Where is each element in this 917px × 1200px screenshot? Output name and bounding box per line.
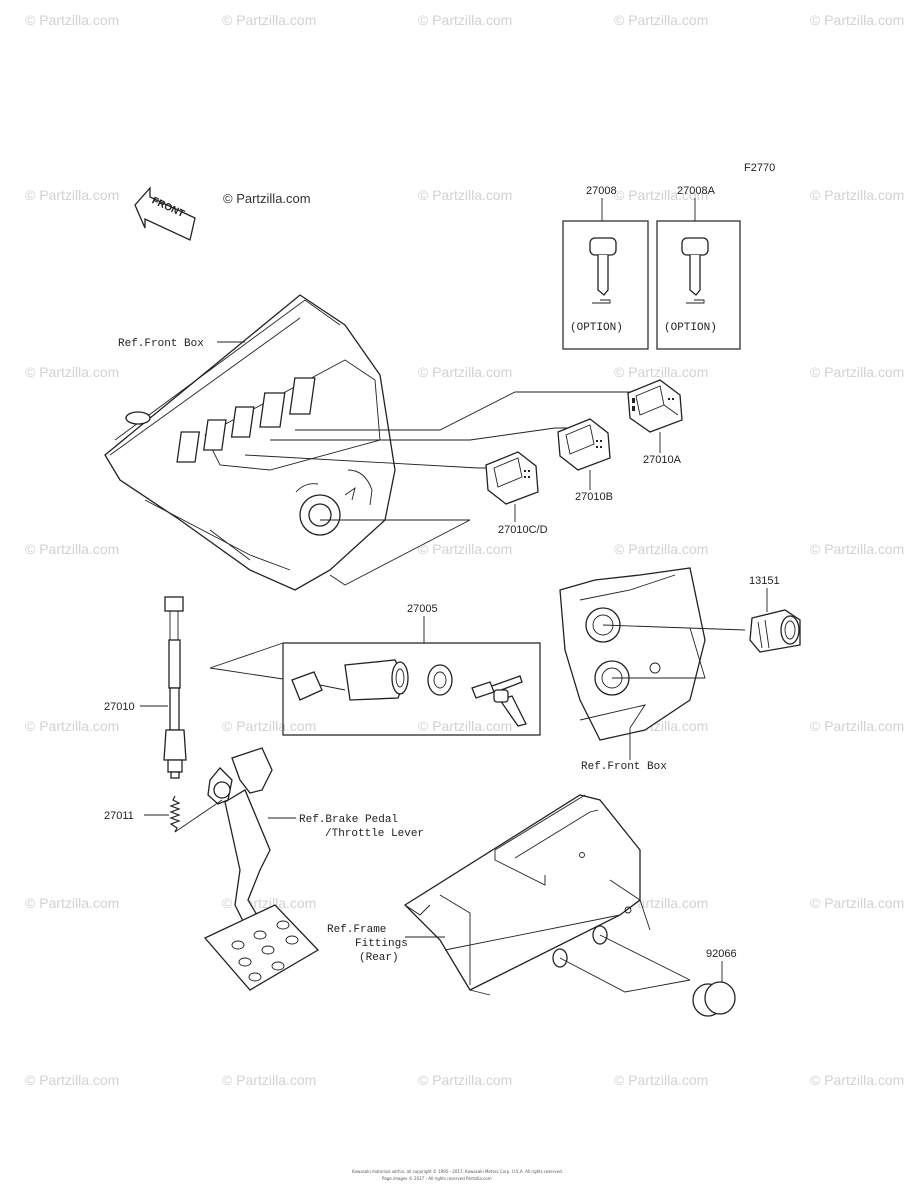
watermark: © Partzilla.com (810, 187, 904, 203)
watermark: © Partzilla.com (25, 895, 119, 911)
front-box-dashboard (104, 294, 396, 591)
key-27008[interactable]: 27008 (OPTION) (562, 185, 649, 350)
watermark: © Partzilla.com (810, 12, 904, 28)
part-number-27010CD: 27010C/D (498, 524, 548, 536)
watermark: © Partzilla.com (25, 718, 119, 734)
part-number-13151: 13151 (749, 575, 780, 587)
watermark: © Partzilla.com (418, 718, 512, 734)
ignition-switch-27005[interactable]: 27005 (209, 603, 541, 736)
switch-slot-row (176, 377, 316, 463)
watermark: © Partzilla.com (25, 12, 119, 28)
part-number-27011: 27011 (104, 810, 134, 822)
watermark: © Partzilla.com (418, 187, 512, 203)
watermark: © Partzilla.com (418, 364, 512, 380)
key-icon (681, 237, 709, 304)
switch-27010A[interactable]: 27010A (627, 379, 683, 466)
switch-27010B[interactable]: 27010B (557, 418, 613, 503)
switch-pins (632, 398, 674, 411)
watermark: © Partzilla.com (418, 1072, 512, 1088)
front-arrow-icon: FRONT (134, 186, 196, 241)
connector-icon (291, 671, 323, 701)
ref-front-box-mid: Ref.Front Box (581, 761, 667, 773)
watermark: © Partzilla.com (25, 187, 119, 203)
switch-pins (524, 470, 530, 478)
watermark: © Partzilla.com (810, 718, 904, 734)
keys-icon (471, 675, 527, 727)
copyright-text: © Partzilla.com (223, 191, 311, 206)
watermark: © Partzilla.com (810, 1072, 904, 1088)
ref-brake-pedal-line1: Ref.Brake Pedal (299, 814, 398, 826)
watermark: © Partzilla.com (222, 12, 316, 28)
pedal-holes (231, 920, 299, 982)
ref-brake-pedal-line2: /Throttle Lever (325, 828, 424, 840)
figure-code: F2770 (744, 162, 775, 174)
part-number-27010A: 27010A (643, 454, 682, 466)
frame-fittings-rear (403, 794, 691, 996)
watermark: © Partzilla.com (810, 895, 904, 911)
switch-pins (596, 440, 602, 448)
footer-copyright-line1: Kawasaki materials within, all copyright… (352, 1169, 563, 1174)
front-box-lower-panel (559, 567, 746, 760)
watermark: © Partzilla.com (614, 187, 708, 203)
watermark: © Partzilla.com (418, 541, 512, 557)
watermark: © Partzilla.com (614, 1072, 708, 1088)
brake-switch-27010[interactable]: 27010 (104, 596, 187, 779)
watermark: © Partzilla.com (614, 541, 708, 557)
watermark: © Partzilla.com (614, 364, 708, 380)
watermark: © Partzilla.com (810, 364, 904, 380)
watermark: © Partzilla.com (25, 364, 119, 380)
ref-front-box-top: Ref.Front Box (118, 338, 204, 350)
watermark: © Partzilla.com (810, 541, 904, 557)
ref-frame-line2: Fittings (355, 938, 408, 950)
watermark: © Partzilla.com (614, 12, 708, 28)
part-number-27005: 27005 (407, 603, 438, 615)
key-icon (589, 237, 617, 304)
part-number-27010: 27010 (104, 701, 135, 713)
watermark: © Partzilla.com (222, 718, 316, 734)
socket-13151[interactable]: 13151 (749, 575, 801, 653)
brake-pedal-assembly (174, 747, 320, 991)
plug-92066[interactable]: 92066 (692, 948, 737, 1017)
ref-frame-line1: Ref.Frame (327, 924, 386, 936)
watermark: © Partzilla.com (25, 541, 119, 557)
option-label: (OPTION) (570, 322, 623, 334)
watermark: © Partzilla.com (222, 1072, 316, 1088)
part-number-27008A: 27008A (677, 185, 716, 197)
part-number-27010B: 27010B (575, 491, 613, 503)
key-27008A[interactable]: 27008A (OPTION) (656, 185, 741, 350)
part-number-27008: 27008 (586, 185, 617, 197)
connector-icon (164, 596, 184, 612)
footer-copyright-line2: Page images © 2017 - All rights reserved… (382, 1176, 492, 1181)
part-number-92066: 92066 (706, 948, 737, 960)
nut-icon (427, 664, 453, 696)
watermark: © Partzilla.com (25, 1072, 119, 1088)
ref-frame-line3: (Rear) (359, 952, 399, 964)
watermark: © Partzilla.com (418, 12, 512, 28)
spring-27011[interactable]: 27011 (104, 795, 181, 833)
option-label: (OPTION) (664, 322, 717, 334)
switch-27010CD[interactable]: 27010C/D (485, 451, 548, 536)
